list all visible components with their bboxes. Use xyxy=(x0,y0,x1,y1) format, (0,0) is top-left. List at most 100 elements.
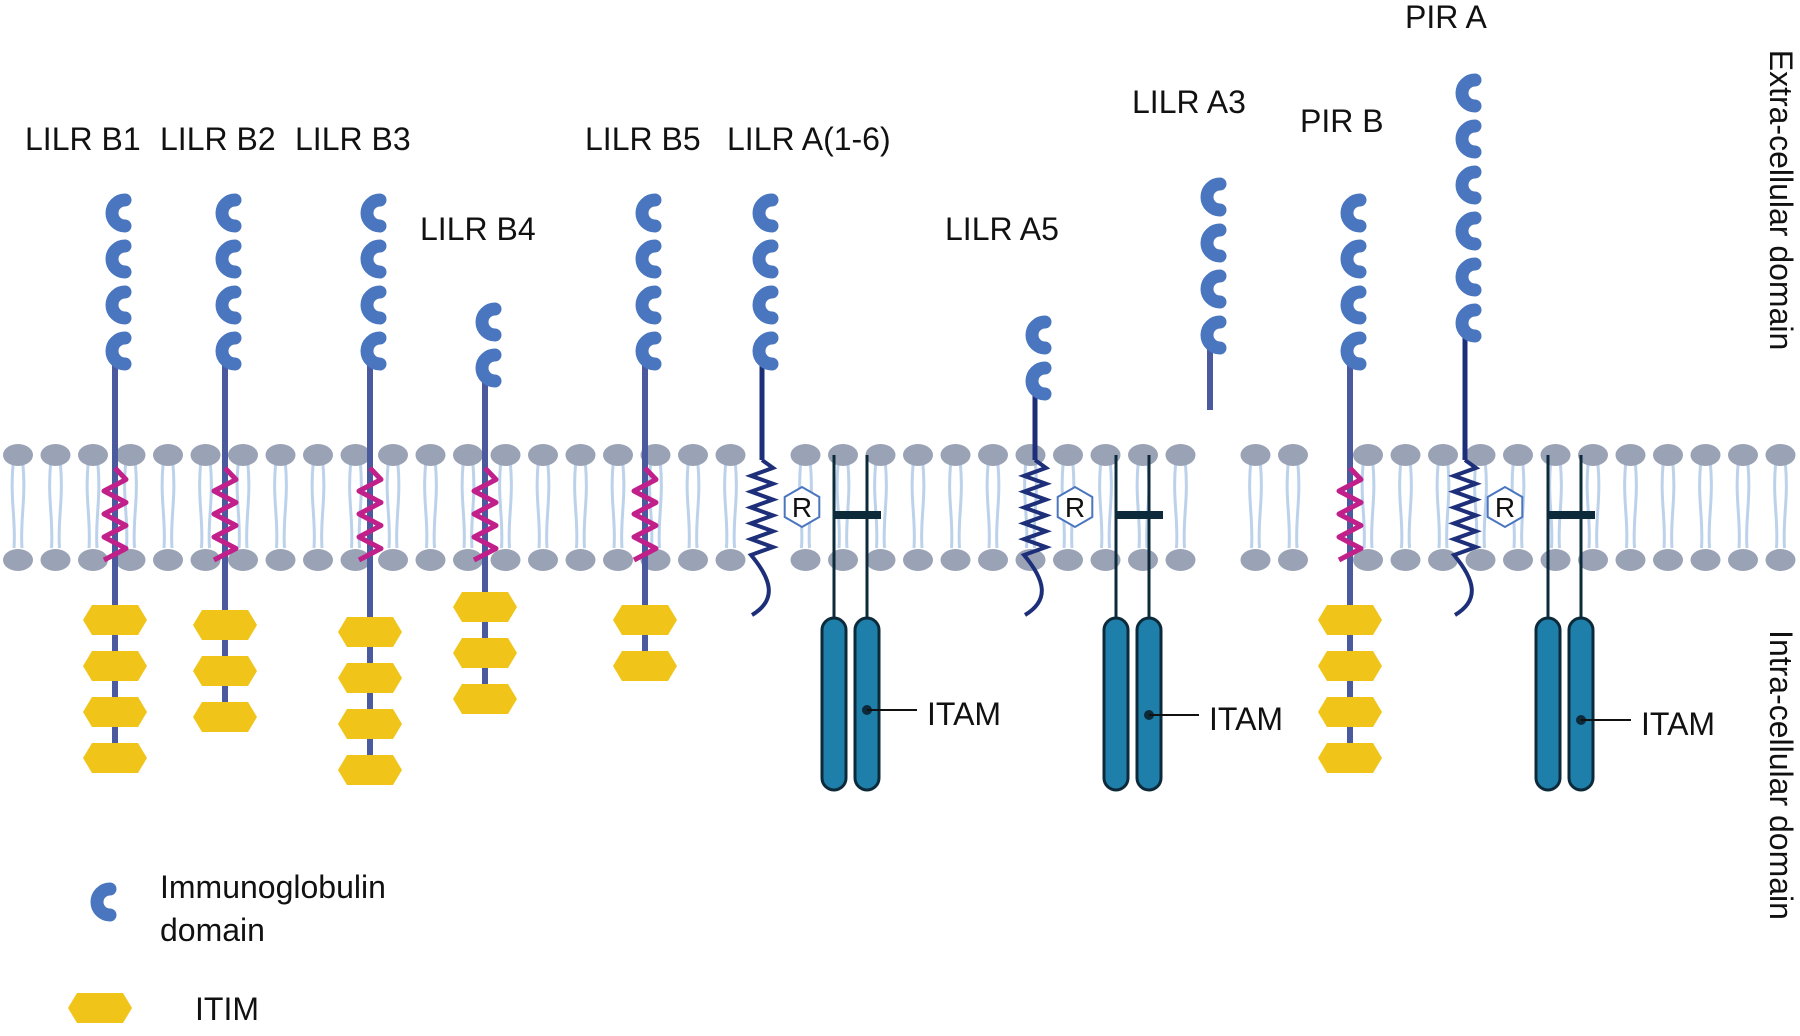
ig-domain-icon xyxy=(752,239,779,279)
ig-domain-icon xyxy=(1455,73,1482,113)
itim-motif-icon xyxy=(83,743,147,773)
ig-domain-icon xyxy=(105,331,132,371)
lipid-tail xyxy=(1585,464,1601,549)
transmembrane-segment xyxy=(1336,466,1364,563)
lipid-head xyxy=(1128,444,1158,466)
lipid-head xyxy=(1765,549,1796,571)
lipid-head xyxy=(415,444,446,466)
legend-itim-label: ITIM xyxy=(195,991,259,1027)
lipid-head xyxy=(1353,549,1383,571)
lipid-head xyxy=(1428,444,1458,466)
label-pir-b: PIR B xyxy=(1300,103,1384,139)
transmembrane-segment xyxy=(356,466,384,563)
lipid-head xyxy=(1428,549,1458,571)
arginine-r-symbol: R xyxy=(1065,492,1085,523)
lipid-head xyxy=(790,444,821,466)
lipid-head xyxy=(1240,444,1271,466)
lipid-tail xyxy=(573,464,588,549)
lipid-head xyxy=(1465,444,1496,466)
ig-domain-icon xyxy=(1455,303,1482,343)
ig-domain-icon xyxy=(1200,269,1227,309)
ig-domain-icon xyxy=(1340,193,1367,233)
lipid-head xyxy=(1728,549,1758,571)
lipid-head xyxy=(1615,549,1646,571)
itam-chain-icon xyxy=(1135,616,1163,792)
ig-domain-icon xyxy=(1455,211,1482,251)
ig-domain-icon xyxy=(635,285,662,325)
lipid-head xyxy=(1653,549,1683,571)
lipid-head xyxy=(228,444,258,466)
lipid-tail xyxy=(423,464,438,549)
transmembrane-segment xyxy=(631,466,659,563)
transmembrane-segment xyxy=(471,466,499,563)
itam-chain-icon xyxy=(1102,616,1130,792)
lipid-head xyxy=(978,549,1008,571)
lipid-head xyxy=(453,444,483,466)
ig-domain-icon xyxy=(105,285,132,325)
ig-domain-icon xyxy=(1340,331,1367,371)
arginine-r-symbol: R xyxy=(1495,492,1515,523)
lipid-tail xyxy=(10,464,26,549)
transmembrane-segment xyxy=(1448,458,1482,617)
lipid-head xyxy=(715,549,746,571)
itim-motif-icon xyxy=(83,651,147,681)
receptor-lilr-a3 xyxy=(1200,177,1227,410)
lipid-tail xyxy=(1698,464,1713,549)
receptor-lilr-b1 xyxy=(83,193,147,773)
lipid-tail xyxy=(460,464,476,549)
label-lilr-b3: LILR B3 xyxy=(295,121,411,157)
lipid-tail xyxy=(310,464,326,549)
itim-motif-icon xyxy=(83,605,147,635)
lipid-head xyxy=(528,444,558,466)
lipid-head xyxy=(1690,444,1721,466)
itim-motif-icon xyxy=(1318,651,1382,681)
ig-domain-icon xyxy=(1455,119,1482,159)
lipid-head xyxy=(1653,444,1683,466)
lipid-head xyxy=(528,549,558,571)
legend-ig-label-line2: domain xyxy=(160,912,265,948)
label-lilr-b1: LILR B1 xyxy=(25,121,141,157)
lipid-tail xyxy=(1435,464,1451,549)
itam-chain-icon xyxy=(1567,616,1595,792)
ig-domain-icon xyxy=(360,193,387,233)
label-lilr-a5: LILR A5 xyxy=(945,211,1059,247)
ig-domain-icon xyxy=(752,193,779,233)
ig-domain-icon xyxy=(1025,361,1052,401)
lipid-tail xyxy=(610,464,626,549)
ig-domain-icon xyxy=(1455,257,1482,297)
lipid-head xyxy=(303,444,333,466)
lipid-head xyxy=(678,549,708,571)
itim-motif-icon xyxy=(68,993,132,1023)
lipid-tail xyxy=(948,464,963,549)
itam-chain-icon xyxy=(820,616,848,792)
lipid-head xyxy=(715,444,746,466)
lipid-tail xyxy=(1098,464,1113,549)
itim-motif-icon xyxy=(613,651,677,681)
lipid-head xyxy=(1278,444,1308,466)
lipid-tail xyxy=(910,464,926,549)
ig-domain-icon xyxy=(1200,177,1227,217)
itam-label: ITAM xyxy=(1209,701,1283,737)
ig-domain-icon xyxy=(1025,315,1052,355)
lipid-head xyxy=(903,444,933,466)
lipid-head xyxy=(190,444,221,466)
transmembrane-segment xyxy=(745,458,779,617)
lipid-head xyxy=(340,444,371,466)
lipid-head xyxy=(1578,444,1608,466)
lipid-tail xyxy=(498,464,513,549)
lipid-tail xyxy=(1248,464,1263,549)
lipid-head xyxy=(1090,549,1121,571)
receptor-lilr-b2 xyxy=(193,193,257,732)
lipid-tail xyxy=(160,464,176,549)
lipid-head xyxy=(453,549,483,571)
label-lilr-b4: LILR B4 xyxy=(420,211,536,247)
lipid-head xyxy=(940,549,971,571)
arginine-r-icon xyxy=(1056,485,1094,529)
lipid-head xyxy=(1128,549,1158,571)
lipid-head xyxy=(1090,444,1121,466)
ig-domain-icon xyxy=(1340,239,1367,279)
lipid-tail xyxy=(1735,464,1751,549)
